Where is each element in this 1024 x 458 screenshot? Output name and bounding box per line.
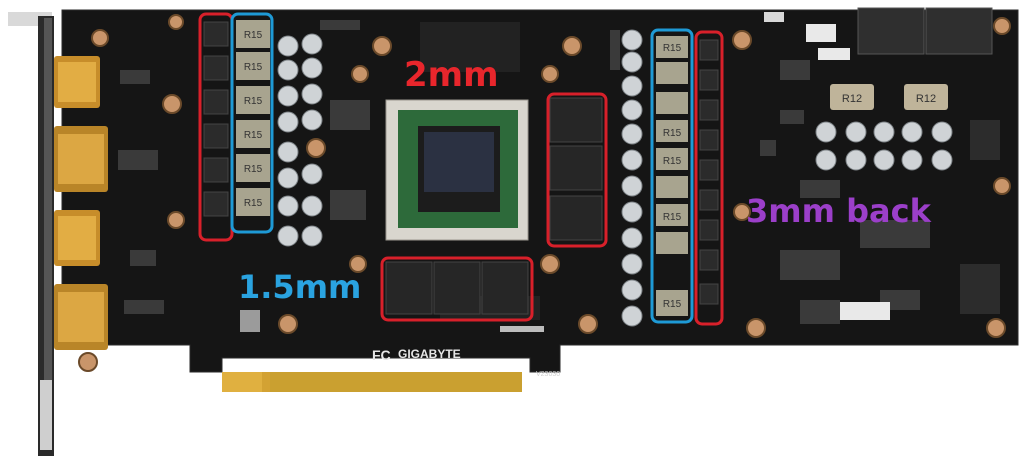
mounting-holes	[78, 14, 1011, 372]
choke-label: R15	[663, 128, 682, 139]
display-ports	[54, 56, 108, 350]
memory-chips-bottom	[385, 261, 529, 315]
r12-label-2: R12	[916, 93, 936, 105]
thermal-pad-outlines	[198, 12, 724, 326]
smd-components	[118, 20, 1000, 332]
vrm-chokes-right: R15 R15 R15 R15 R15	[656, 36, 688, 316]
pcie-gold-fingers	[222, 372, 522, 392]
red-box-memory-bottom	[380, 256, 534, 322]
choke-label: R15	[244, 198, 263, 209]
capacitor-grid-right	[815, 121, 953, 171]
capacitor-column-right	[621, 29, 643, 327]
capacitor-column-left	[277, 33, 323, 247]
blue-box-left-chokes	[230, 12, 274, 234]
choke-label: R15	[663, 299, 682, 310]
gpu-package	[385, 99, 529, 241]
r12-inductors: R12 R12	[830, 84, 948, 110]
r12-label-1: R12	[842, 93, 862, 105]
memory-chips-right	[549, 97, 603, 241]
choke-label: R15	[244, 164, 263, 175]
power-connectors	[764, 7, 993, 320]
choke-label: R15	[663, 212, 682, 223]
red-box-right-mosfets	[694, 30, 724, 326]
choke-label: R15	[663, 43, 682, 54]
board-code: V23030	[536, 371, 560, 378]
io-bracket	[8, 12, 54, 456]
fcc-mark: FC	[372, 347, 391, 363]
pcb-board	[61, 9, 1019, 373]
memory-pad-label: 1.5mm	[238, 268, 361, 306]
vrm-chokes-left: R15 R15 R15 R15 R15 R15	[236, 20, 270, 216]
choke-label: R15	[244, 30, 263, 41]
blue-box-right-chokes	[650, 28, 694, 324]
choke-label: R15	[663, 156, 682, 167]
brand-silkscreen: GIGABYTE	[398, 347, 461, 361]
choke-label: R15	[244, 130, 263, 141]
back-pad-label: 3mm back	[746, 192, 932, 230]
red-box-memory-right	[546, 92, 608, 248]
mosfets-left	[203, 21, 229, 217]
choke-label: R15	[244, 96, 263, 107]
gpu-pad-label: 2mm	[404, 55, 499, 95]
mosfets-right	[699, 39, 719, 305]
choke-label: R15	[244, 62, 263, 73]
